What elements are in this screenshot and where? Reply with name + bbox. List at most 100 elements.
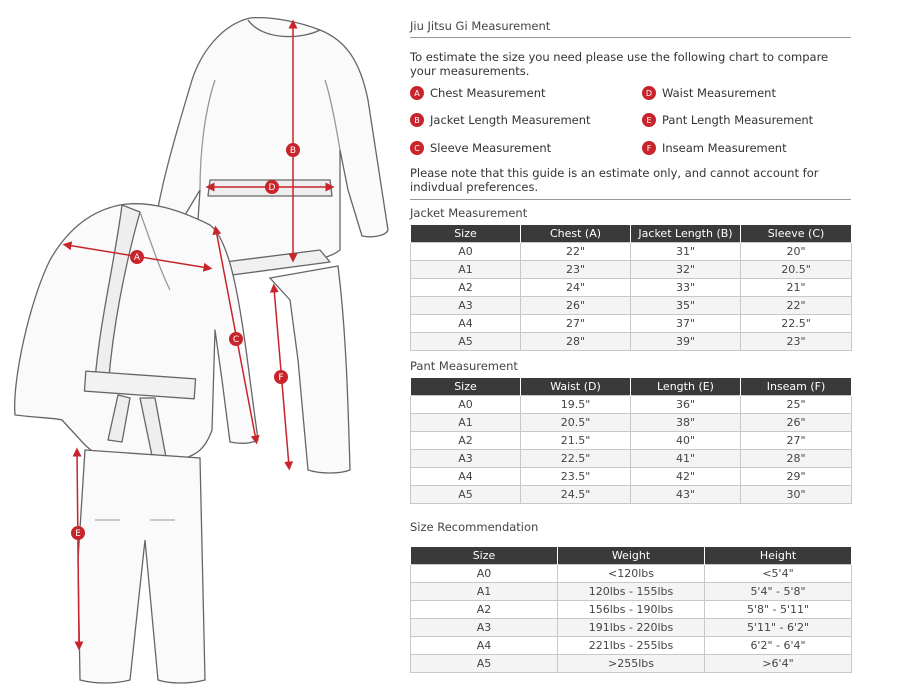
table-cell: 39" (630, 332, 741, 351)
table-cell: 21.5" (520, 431, 631, 450)
table-cell: 22.5" (740, 314, 852, 333)
legend-b-icon: B (410, 113, 424, 127)
jacket-measurement-table: Size Chest (A) Jacket Length (B) Sleeve … (410, 224, 852, 351)
size-col-header: Height (704, 546, 852, 565)
table-cell: 24" (520, 278, 631, 297)
title-divider (410, 37, 851, 38)
table-cell: 23" (740, 332, 852, 351)
marker-a: A (134, 253, 141, 263)
table-cell: A4 (410, 467, 521, 486)
table-cell: 6'2" - 6'4" (704, 636, 852, 655)
table-cell: A2 (410, 431, 521, 450)
jacket-col-header: Sleeve (C) (740, 224, 852, 243)
size-col-header: Weight (557, 546, 705, 565)
pant-col-header: Length (E) (630, 377, 741, 396)
table-cell: 32" (630, 260, 741, 279)
table-cell: 21" (740, 278, 852, 297)
marker-b: B (290, 146, 296, 156)
table-cell: 26" (740, 413, 852, 432)
table-cell: 28" (740, 449, 852, 468)
pant-col-header: Inseam (F) (740, 377, 852, 396)
jacket-col-header: Size (410, 224, 521, 243)
pant-col-header: Waist (D) (520, 377, 631, 396)
table-cell: A5 (410, 485, 521, 504)
table-cell: A3 (410, 296, 521, 315)
table-cell: 24.5" (520, 485, 631, 504)
table-cell: 41" (630, 449, 741, 468)
table-cell: A5 (410, 654, 558, 673)
page-title: Jiu Jitsu Gi Measurement (410, 19, 551, 33)
table-cell: 5'11" - 6'2" (704, 618, 852, 637)
table-cell: 40" (630, 431, 741, 450)
table-cell: 20.5" (520, 413, 631, 432)
table-cell: 26" (520, 296, 631, 315)
back-pants (268, 265, 351, 474)
legend-e-icon: E (642, 113, 656, 127)
table-cell: A1 (410, 260, 521, 279)
table-cell: 27" (740, 431, 852, 450)
legend-d-icon: D (642, 86, 656, 100)
jacket-col-header: Jacket Length (B) (630, 224, 741, 243)
table-cell: A1 (410, 413, 521, 432)
table-cell: 30" (740, 485, 852, 504)
table-cell: 156lbs - 190lbs (557, 600, 705, 619)
front-pants (77, 449, 206, 684)
size-col-header: Size (410, 546, 558, 565)
table-row: A0<120lbs<5'4" (410, 564, 852, 583)
disclaimer-note: Please note that this guide is an estima… (410, 166, 819, 194)
table-cell: >6'4" (704, 654, 852, 673)
table-cell: 22" (520, 242, 631, 261)
table-cell: 43" (630, 485, 741, 504)
note-divider (410, 199, 851, 200)
table-cell: 22.5" (520, 449, 631, 468)
table-cell: 29" (740, 467, 852, 486)
legend-c-icon: C (410, 141, 424, 155)
table-cell: 31" (630, 242, 741, 261)
table-cell: 20" (740, 242, 852, 261)
table-cell: A0 (410, 242, 521, 261)
marker-e: E (75, 529, 81, 539)
table-cell: <120lbs (557, 564, 705, 583)
table-cell: 20.5" (740, 260, 852, 279)
marker-c: C (233, 335, 239, 345)
jacket-col-header: Chest (A) (520, 224, 631, 243)
size-rec-title: Size Recommendation (410, 520, 539, 534)
legend-f-icon: F (642, 141, 656, 155)
pant-col-header: Size (410, 377, 521, 396)
table-cell: 23.5" (520, 467, 631, 486)
table-cell: A2 (410, 600, 558, 619)
table-cell: A2 (410, 278, 521, 297)
table-cell: 35" (630, 296, 741, 315)
table-cell: A0 (410, 395, 521, 414)
legend-a-icon: A (410, 86, 424, 100)
table-cell: 5'4" - 5'8" (704, 582, 852, 601)
table-cell: 27" (520, 314, 631, 333)
table-cell: >255lbs (557, 654, 705, 673)
table-row: A5>255lbs>6'4" (410, 654, 852, 673)
table-cell: 19.5" (520, 395, 631, 414)
table-cell: 36" (630, 395, 741, 414)
table-cell: 23" (520, 260, 631, 279)
table-cell: 28" (520, 332, 631, 351)
jacket-table-title: Jacket Measurement (410, 206, 528, 220)
table-cell: A4 (410, 636, 558, 655)
table-cell: A5 (410, 332, 521, 351)
